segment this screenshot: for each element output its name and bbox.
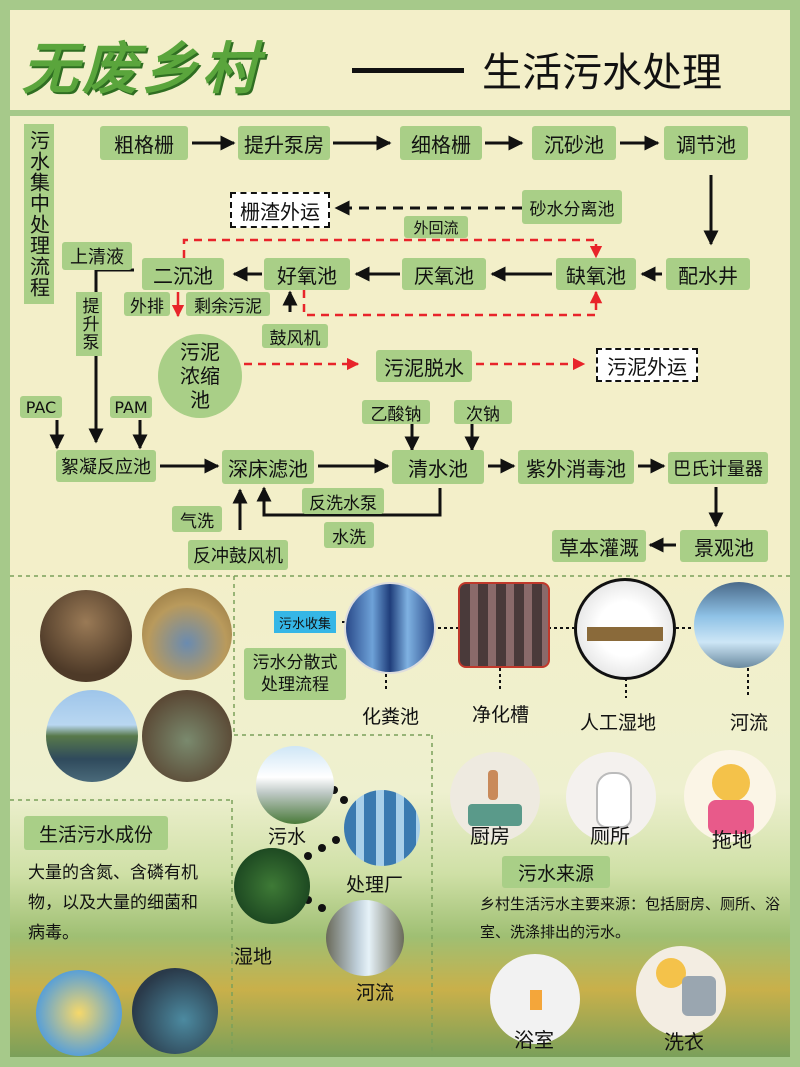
page-subtitle: 生活污水处理 bbox=[482, 50, 722, 96]
icon-toilet bbox=[566, 752, 656, 842]
node-distribution-well: 配水井 bbox=[666, 258, 750, 290]
tag-sewage-collection: 污水收集 bbox=[274, 611, 336, 633]
node-grass-irrigation: 草本灌溉 bbox=[552, 530, 646, 562]
icon-septic-tank bbox=[344, 582, 436, 674]
icon-river-outfall bbox=[326, 900, 404, 976]
icon-mopping bbox=[684, 750, 776, 842]
step-river: 河流 bbox=[730, 712, 769, 734]
icon-constructed-wetland bbox=[574, 578, 676, 680]
node-sludge-thickener: 污泥浓缩池 bbox=[158, 334, 242, 418]
composition-title: 生活污水成份 bbox=[24, 816, 168, 850]
central-flow-title: 污水集中处理流程 bbox=[24, 124, 54, 304]
node-clear-water-tank: 清水池 bbox=[392, 450, 484, 484]
node-parshall-flume: 巴氏计量器 bbox=[668, 452, 768, 484]
icon-kitchen bbox=[450, 752, 540, 842]
node-deep-bed-filter: 深床滤池 bbox=[222, 450, 314, 484]
icon-cartoon-map bbox=[36, 970, 122, 1056]
source-toilet: 厕所 bbox=[590, 824, 630, 848]
icon-bathroom bbox=[490, 954, 580, 1044]
photo-polluted-ditch bbox=[40, 590, 132, 682]
icon-wetland bbox=[234, 848, 310, 924]
icon-laundry bbox=[636, 946, 726, 1036]
node-flocculation-tank: 絮凝反应池 bbox=[56, 450, 156, 482]
node-grit-chamber: 沉砂池 bbox=[532, 126, 616, 160]
node-aerobic-tank: 好氧池 bbox=[264, 258, 350, 290]
node-grit-separator: 砂水分离池 bbox=[522, 190, 622, 224]
node-sludge-out: 污泥外运 bbox=[596, 348, 698, 382]
photo-dirty-stream bbox=[142, 690, 232, 782]
label-hypochlorite: 次钠 bbox=[454, 400, 512, 425]
photo-dry-reeds bbox=[142, 588, 232, 680]
label-backwash-pump: 反洗水泵 bbox=[302, 488, 384, 514]
node-anaerobic-tank: 厌氧池 bbox=[402, 258, 486, 290]
label-water-wash: 水洗 bbox=[324, 522, 374, 548]
node-uv-disinfection: 紫外消毒池 bbox=[518, 450, 634, 484]
node-secondary-clarifier: 二沉池 bbox=[142, 258, 224, 290]
sludge-thickener-label: 污泥浓缩池 bbox=[180, 340, 220, 412]
title-dash bbox=[352, 68, 464, 73]
chain-wetland: 湿地 bbox=[234, 946, 273, 968]
label-sodium-acetate: 乙酸钠 bbox=[362, 400, 430, 425]
step-septic: 化粪池 bbox=[362, 706, 420, 728]
node-regulating-tank: 调节池 bbox=[664, 126, 748, 160]
node-backwash-blower: 反冲鼓风机 bbox=[188, 540, 288, 570]
sources-text: 乡村生活污水主要来源：包括厨房、厕所、浴室、洗涤排出的污水。 bbox=[480, 895, 781, 941]
node-lift-pump: 提升泵房 bbox=[238, 126, 330, 160]
label-excess-sludge: 剩余污泥 bbox=[186, 292, 270, 317]
icon-purification-tank bbox=[458, 582, 550, 668]
label-blower: 鼓风机 bbox=[262, 324, 328, 349]
node-anoxic-tank: 缺氧池 bbox=[556, 258, 636, 290]
label-external-return: 外回流 bbox=[404, 216, 468, 238]
logo-title: 无废乡村 bbox=[22, 36, 262, 102]
label-discharge: 外排 bbox=[124, 292, 170, 317]
node-sludge-dewatering: 污泥脱水 bbox=[376, 350, 472, 382]
node-fine-grid: 细格栅 bbox=[400, 126, 482, 160]
label-air-wash: 气洗 bbox=[172, 506, 222, 532]
step-wetland: 人工湿地 bbox=[580, 712, 657, 734]
icon-bottle-water bbox=[132, 968, 218, 1054]
decentral-title: 污水分散式处理流程 bbox=[244, 648, 346, 700]
node-landscape-pond: 景观池 bbox=[680, 530, 768, 562]
header: 无废乡村 生活污水处理 bbox=[10, 10, 790, 116]
source-mopping: 拖地 bbox=[712, 828, 752, 852]
step-purifier: 净化槽 bbox=[472, 704, 530, 726]
icon-house-sewage bbox=[256, 746, 334, 824]
source-kitchen: 厨房 bbox=[470, 824, 510, 848]
node-screenings-out: 栅渣外运 bbox=[230, 192, 330, 228]
composition-text: 大量的含氮、含磷有机物，以及大量的细菌和病毒。 bbox=[28, 863, 198, 943]
chain-sewage: 污水 bbox=[268, 826, 307, 848]
icon-treatment-plant bbox=[344, 790, 420, 866]
source-laundry: 洗衣 bbox=[664, 1030, 704, 1054]
sources-title: 污水来源 bbox=[502, 856, 610, 888]
node-coarse-grid: 粗格栅 bbox=[100, 126, 188, 160]
chain-river: 河流 bbox=[356, 982, 395, 1004]
photo-river-trash bbox=[46, 690, 138, 782]
label-supernatant: 上清液 bbox=[62, 242, 132, 270]
source-bathroom: 浴室 bbox=[514, 1028, 554, 1052]
label-pam: PAM bbox=[110, 396, 152, 418]
icon-river bbox=[694, 582, 784, 668]
label-pac: PAC bbox=[20, 396, 62, 418]
label-lift-pump: 提升泵 bbox=[76, 292, 102, 356]
chain-plant: 处理厂 bbox=[346, 874, 404, 896]
